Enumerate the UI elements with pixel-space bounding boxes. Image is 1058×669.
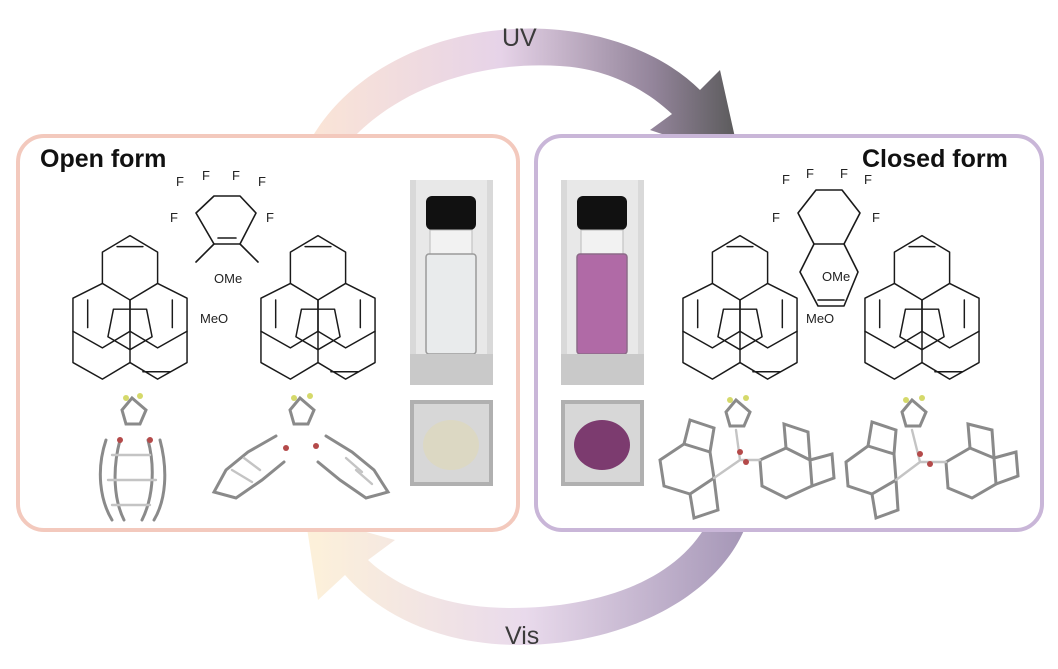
uv-label: UV [502, 24, 537, 52]
closed-f-4: F [864, 172, 872, 187]
open-structure-formula: F F F F F F OMe MeO [72, 168, 376, 380]
closed-f-1: F [782, 172, 790, 187]
open-panel-frame [16, 134, 520, 532]
open-f-4: F [258, 174, 266, 189]
uv-arrow: UV [305, 24, 740, 160]
closed-crystal-structure-2 [844, 395, 1020, 521]
closed-f-6: F [872, 210, 880, 225]
closed-vial-cap [577, 196, 627, 230]
closed-f-3: F [840, 166, 848, 181]
open-vial-solution [425, 253, 477, 355]
closed-ome: OMe [822, 269, 850, 284]
closed-form-title: Closed form [862, 145, 1008, 173]
open-f-1: F [176, 174, 184, 189]
closed-panel-frame [534, 134, 1044, 532]
open-f-6: F [266, 210, 274, 225]
closed-vial-solution [576, 253, 628, 355]
open-film-photo [410, 400, 493, 486]
open-f-2: F [202, 168, 210, 183]
closed-crystal-structure-1 [658, 395, 836, 520]
vis-arrow: Vis [305, 515, 745, 650]
closed-structure-formula: F F F F F F OMe MeO [682, 166, 980, 380]
open-form-title: Open form [40, 145, 166, 173]
closed-form-panel: Closed form F F F F F F [534, 134, 1044, 532]
open-meo: MeO [200, 311, 228, 326]
closed-meo: MeO [806, 311, 834, 326]
closed-film-spot [574, 420, 630, 470]
closed-f-5: F [772, 210, 780, 225]
open-vial-photo [410, 180, 493, 385]
open-film-spot [423, 420, 479, 470]
open-form-panel: Open form F F F F F F OMe MeO [16, 134, 520, 532]
closed-vial-photo [561, 180, 644, 385]
open-crystal-structure-top [211, 393, 391, 500]
open-f-3: F [232, 168, 240, 183]
open-f-5: F [170, 210, 178, 225]
open-ome: OMe [214, 271, 242, 286]
vis-label: Vis [505, 622, 539, 650]
open-crystal-structure-side [98, 393, 167, 522]
open-vial-cap [426, 196, 476, 230]
closed-film-photo [561, 400, 644, 486]
closed-f-2: F [806, 166, 814, 181]
